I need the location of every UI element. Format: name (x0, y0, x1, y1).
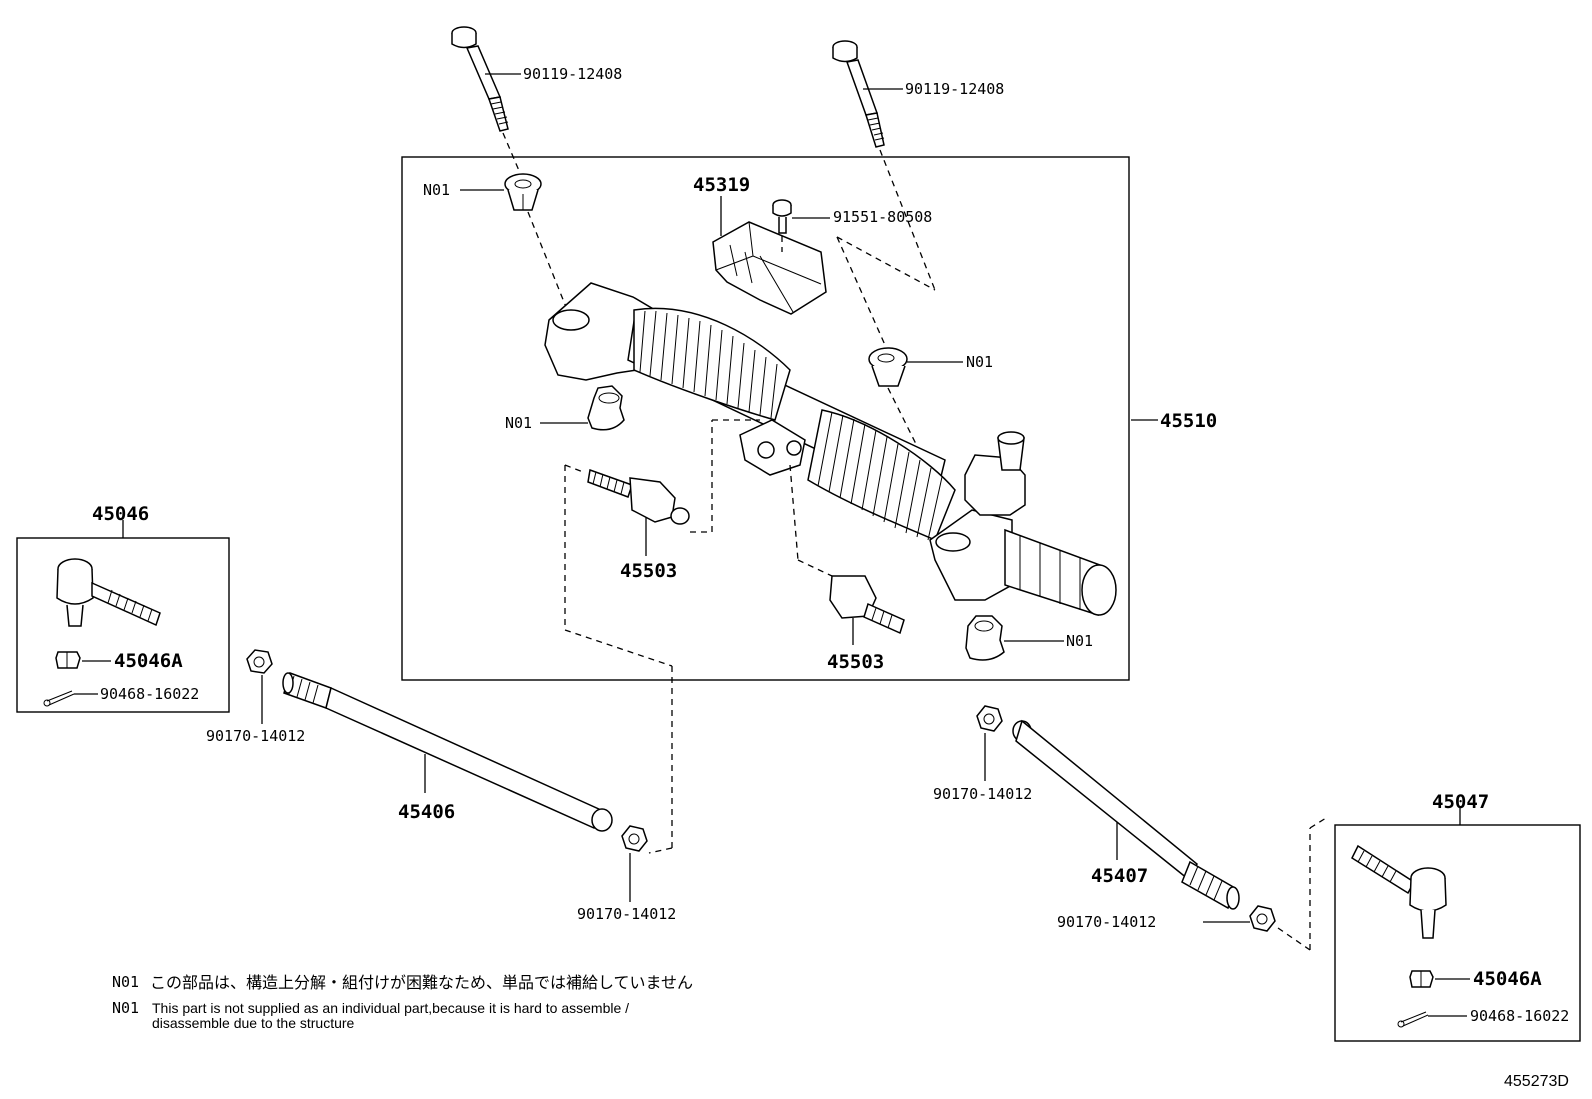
bushing-bottom-icon (965, 615, 1005, 661)
locknut-right-label: 90170-14012 (933, 785, 1032, 803)
tie-rod-left-icon (282, 672, 613, 832)
tie-end-right-box (1334, 824, 1581, 1042)
tie-end-left-label: 45046 (92, 503, 149, 525)
cotter-pin-right-label: 90468-16022 (1470, 1007, 1569, 1025)
nut-right-icon (1409, 970, 1434, 988)
assembly-label: 45510 (1160, 410, 1217, 432)
valve-right-icon (829, 575, 905, 635)
bolt-right-label: 90119-12408 (905, 80, 1004, 98)
tie-end-right-label: 45047 (1432, 791, 1489, 813)
note-jp-text: この部品は、構造上分解・組付けが困難なため、単品では補給していません (150, 973, 693, 992)
bushing-mid-right-icon (868, 347, 908, 387)
bolt-left-icon (451, 26, 509, 132)
tie-end-left-icon (56, 558, 161, 627)
tie-rod-right-label: 45407 (1091, 865, 1148, 887)
bracket-label: 45319 (693, 174, 750, 196)
valve-right-label: 45503 (827, 651, 884, 673)
bushing-top-icon (504, 173, 542, 211)
cotter-pin-left-icon (43, 690, 75, 707)
locknut-left2-icon (621, 825, 648, 852)
locknut-left-icon (246, 649, 273, 674)
locknut-right-icon (976, 705, 1003, 732)
bolt-right-icon (832, 40, 885, 148)
tie-rod-right-icon (1012, 719, 1240, 910)
valve-left-label: 45503 (620, 560, 677, 582)
bushing-top-label: N01 (423, 181, 450, 199)
tie-end-right-icon (1351, 844, 1447, 939)
note-en-prefix: N01 (112, 999, 139, 1017)
nut-right-label: 45046A (1473, 968, 1542, 990)
bushing-mid-left-label: N01 (505, 414, 532, 432)
cotter-pin-right-icon (1397, 1011, 1429, 1028)
locknut-left2-label: 90170-14012 (577, 905, 676, 923)
bolt-left-label: 90119-12408 (523, 65, 622, 83)
screw-label: 91551-80508 (833, 208, 932, 226)
bracket-icon (712, 221, 827, 315)
assembly-box (401, 156, 1130, 681)
nut-left-label: 45046A (114, 650, 183, 672)
nut-left-icon (55, 651, 81, 669)
bushing-mid-right-label: N01 (966, 353, 993, 371)
note-en-line2: disassemble due to the structure (152, 1015, 355, 1031)
locknut-right2-label: 90170-14012 (1057, 913, 1156, 931)
locknut-left-label: 90170-14012 (206, 727, 305, 745)
tie-rod-left-label: 45406 (398, 801, 455, 823)
locknut-right2-icon (1249, 905, 1276, 932)
bushing-mid-left-icon (587, 385, 625, 431)
note-en-line1: This part is not supplied as an individu… (152, 1000, 629, 1016)
note-jp-prefix: N01 (112, 973, 139, 991)
cotter-pin-left-label: 90468-16022 (100, 685, 199, 703)
steering-rack-housing-icon (544, 282, 1117, 617)
screw-icon (772, 199, 792, 234)
bushing-bottom-label: N01 (1066, 632, 1093, 650)
diagram-id: 455273D (1504, 1073, 1569, 1090)
valve-left-icon (587, 468, 690, 525)
